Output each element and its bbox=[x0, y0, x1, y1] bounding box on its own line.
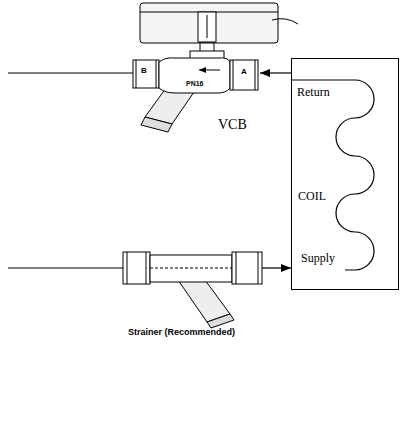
flow-arrow bbox=[260, 72, 291, 73]
pipe-line bbox=[8, 72, 133, 73]
port-label: Return bbox=[297, 86, 330, 99]
port-label: Supply bbox=[301, 252, 335, 265]
strainer-symbol bbox=[123, 252, 262, 328]
part-name: VCB bbox=[218, 117, 247, 132]
port-letter: A bbox=[241, 68, 247, 77]
port-letter: B bbox=[141, 67, 147, 76]
valve-node: VCB bbox=[132, 0, 260, 145]
part-name: Strainer (Recommended) bbox=[128, 328, 235, 338]
part-name: COIL bbox=[298, 190, 326, 203]
actuator-symbol bbox=[140, 3, 298, 59]
coil-box: ReturnCOIL Supply bbox=[291, 58, 399, 290]
strainer-node: Strainer (Recommended) bbox=[118, 240, 262, 345]
pipe-line bbox=[8, 267, 123, 268]
pressure-rating: PN16 bbox=[186, 80, 204, 88]
coil-serpentine bbox=[292, 80, 374, 270]
valve-body bbox=[133, 58, 258, 132]
flow-arrow bbox=[262, 267, 291, 268]
